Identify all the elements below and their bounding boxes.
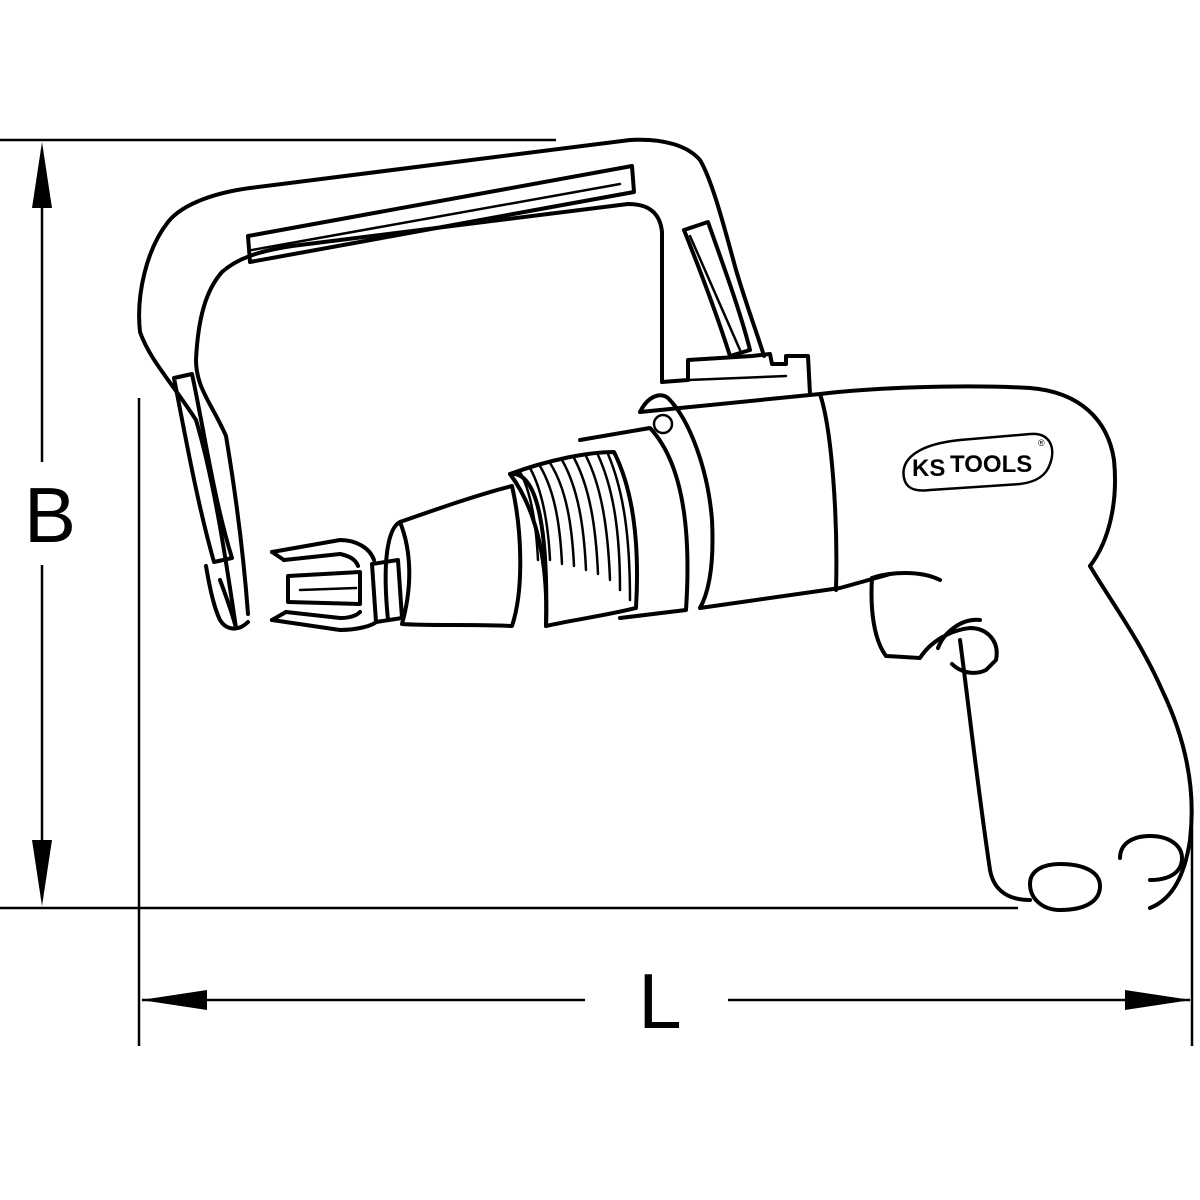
upper-jaw-outer (270, 538, 376, 562)
upper-jaw-tip (270, 550, 286, 562)
frame-top-slot (246, 164, 636, 264)
center-blade-edge (298, 586, 358, 592)
tool-body (578, 384, 1194, 912)
chuck-outline (508, 450, 640, 628)
logo-tools-text: TOOLS (950, 451, 1032, 478)
logo-border (902, 432, 1054, 492)
barrel-top (638, 384, 1117, 568)
frame-right-slot-inner (688, 234, 742, 352)
barrel-collar-ring (818, 392, 839, 592)
saw-frame (137, 137, 812, 631)
grip-foot-front (1028, 862, 1102, 912)
lower-jaw-inner (284, 610, 362, 620)
trigger-top (870, 571, 942, 582)
front-housing (578, 426, 690, 620)
clamp-ring (638, 393, 715, 610)
center-blade (286, 570, 362, 606)
height-arrow-top (32, 142, 52, 208)
frame-inner-contour (194, 202, 664, 616)
upper-jaw-inner (282, 552, 360, 568)
length-label: L (638, 957, 681, 1045)
frame-right-slot (682, 220, 752, 358)
height-arrow-bottom (32, 840, 52, 906)
nose-cone-front (383, 520, 402, 622)
frame-tip-edge (218, 578, 238, 630)
height-dimension: B (0, 138, 1018, 910)
cutting-head (270, 484, 523, 632)
nose-cone (398, 484, 523, 628)
frame-outer-contour (137, 137, 766, 630)
height-label: B (24, 471, 76, 559)
grip-back (1088, 564, 1194, 910)
head-collar (370, 558, 404, 624)
frame-clamp-block (660, 352, 812, 396)
frame-clamp-block-line (686, 374, 788, 382)
frame-top-slot-inner (250, 182, 622, 252)
logo-registered-mark: ® (1038, 438, 1045, 448)
length-dimension: L (137, 398, 1194, 1046)
grip-foot-rear (1118, 834, 1184, 882)
lower-jaw-tip (270, 610, 288, 622)
length-arrow-right (1125, 990, 1191, 1010)
brand-logo: KS TOOLS ® (902, 432, 1054, 492)
clamp-screw (652, 413, 674, 435)
trigger[interactable] (869, 576, 999, 675)
grip-front (958, 638, 1032, 902)
length-arrow-left (141, 990, 207, 1010)
barrel-bottom (698, 572, 892, 610)
trigger-inner (936, 617, 982, 650)
logo-ks-text: KS (912, 455, 945, 482)
frame-left-slot (172, 372, 234, 564)
chuck-front-face (508, 471, 549, 628)
knurled-chuck (508, 450, 640, 628)
lower-jaw-outer (270, 618, 378, 632)
frame-lower-tip (204, 564, 250, 631)
